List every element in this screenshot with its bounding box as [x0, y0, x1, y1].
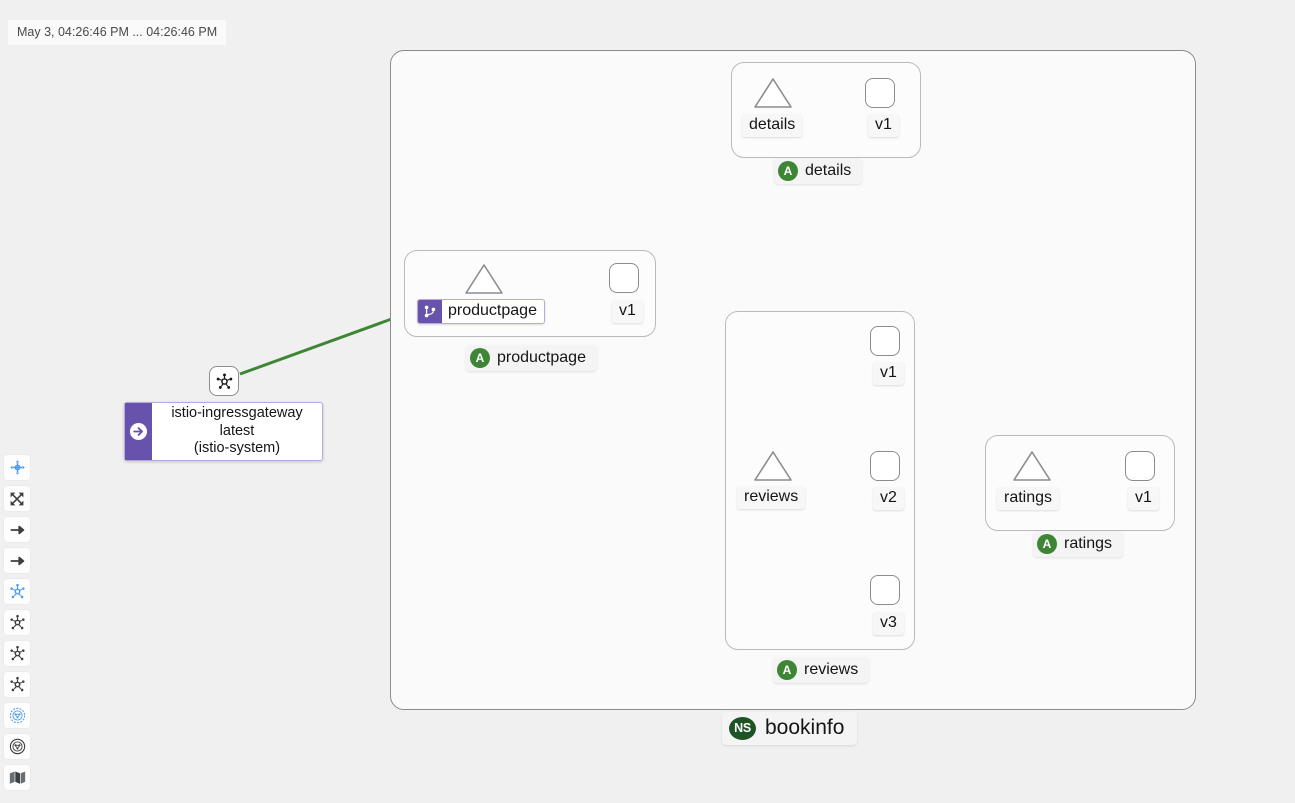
namespace-box-icon[interactable]	[4, 703, 30, 728]
service-node-ratings[interactable]	[1012, 449, 1052, 483]
workload-label-ratings-v1[interactable]: v1	[1128, 487, 1159, 510]
workload-node-productpage-v1[interactable]	[609, 263, 639, 293]
workload-mesh-icon	[216, 373, 232, 389]
workload-node-details-v1[interactable]	[865, 78, 895, 108]
workload-node-reviews-v3[interactable]	[870, 575, 900, 605]
service-label-reviews[interactable]: reviews	[737, 486, 806, 509]
legend-map-icon[interactable]	[4, 765, 30, 790]
drag-mode-icon[interactable]	[4, 455, 30, 480]
gateway-node-istio-ingressgateway[interactable]: istio-ingressgateway latest (istio-syste…	[124, 402, 323, 461]
layout-breadth-icon[interactable]	[4, 672, 30, 697]
layout-grid-icon[interactable]	[4, 610, 30, 635]
app-badge-icon: A	[470, 348, 490, 368]
workload-label-reviews-v1[interactable]: v1	[873, 362, 904, 385]
gateway-namespace: (istio-system)	[193, 440, 281, 457]
workload-node-ratings-v1[interactable]	[1125, 451, 1155, 481]
gateway-version: latest	[219, 422, 255, 439]
gateway-name: istio-ingressgateway	[171, 404, 303, 421]
app-badge-icon: A	[778, 161, 798, 181]
app-badge-label: reviews	[804, 661, 859, 678]
service-label-productpage[interactable]: productpage	[417, 299, 545, 324]
workload-label-reviews-v3[interactable]: v3	[873, 612, 904, 635]
workload-node-reviews-v2[interactable]	[870, 451, 900, 481]
service-label-productpage-text: productpage	[448, 302, 537, 319]
namespace-badge[interactable]: NS bookinfo	[722, 712, 858, 745]
workload-label-productpage-v1[interactable]: v1	[612, 300, 643, 323]
app-badge-reviews[interactable]: A reviews	[773, 657, 870, 683]
service-label-details[interactable]: details	[742, 114, 803, 137]
app-box-details[interactable]	[731, 62, 921, 158]
workload-node-reviews-v1[interactable]	[870, 326, 900, 356]
layout-concentric-icon[interactable]	[4, 641, 30, 666]
cluster-box-icon[interactable]	[4, 734, 30, 759]
workload-node-istio-ingressgateway[interactable]	[209, 366, 239, 396]
fit-to-screen-icon[interactable]	[4, 486, 30, 511]
layout-dagre-icon[interactable]	[4, 579, 30, 604]
gateway-labels: istio-ingressgateway latest (istio-syste…	[152, 403, 322, 460]
service-node-details[interactable]	[753, 76, 793, 110]
app-badge-label: details	[805, 162, 852, 179]
code-branch-icon	[418, 300, 442, 323]
app-badge-ratings[interactable]: A ratings	[1033, 531, 1124, 557]
app-badge-label: ratings	[1064, 535, 1113, 552]
ns-badge-icon: NS	[729, 716, 756, 740]
collapse-arrow-icon[interactable]	[4, 548, 30, 573]
app-badge-details[interactable]: A details	[774, 158, 863, 184]
app-badge-icon: A	[777, 660, 797, 680]
service-node-reviews[interactable]	[753, 449, 793, 483]
gateway-arrow-icon	[125, 403, 152, 460]
workload-label-reviews-v2[interactable]: v2	[873, 487, 904, 510]
expand-arrow-icon[interactable]	[4, 517, 30, 542]
app-badge-icon: A	[1037, 534, 1057, 554]
workload-label-details-v1[interactable]: v1	[868, 114, 899, 137]
graph-toolbar[interactable]	[4, 455, 30, 790]
namespace-name: bookinfo	[765, 716, 845, 739]
app-badge-productpage[interactable]: A productpage	[466, 345, 597, 371]
graph-timestamp: May 3, 04:26:46 PM ... 04:26:46 PM	[8, 20, 227, 45]
app-badge-label: productpage	[497, 349, 586, 366]
service-node-productpage[interactable]	[464, 262, 504, 296]
service-label-ratings[interactable]: ratings	[997, 487, 1060, 510]
